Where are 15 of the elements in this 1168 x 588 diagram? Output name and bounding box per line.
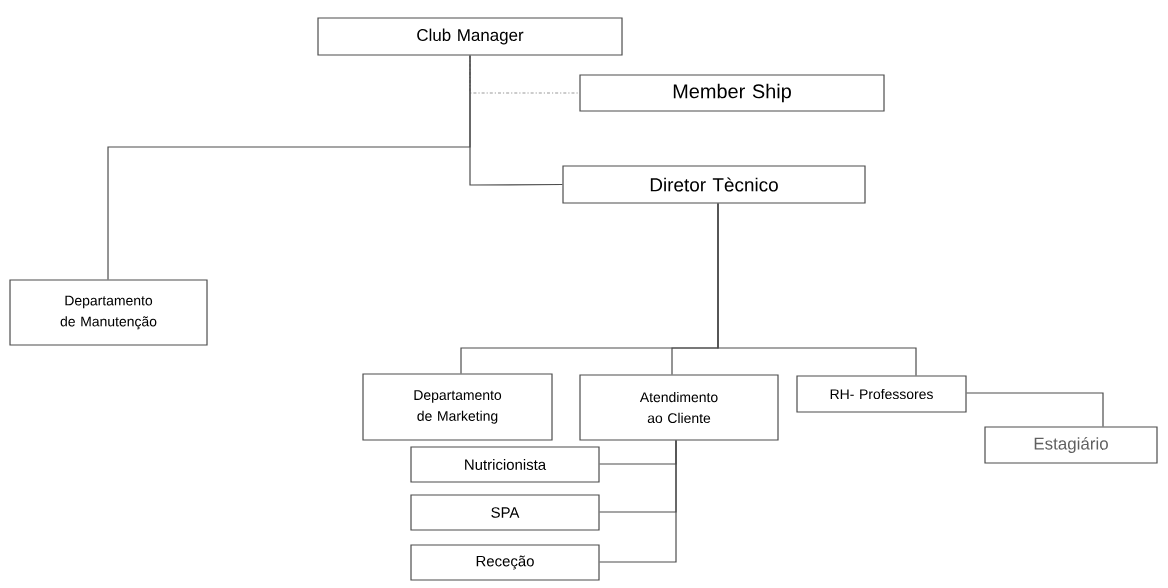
org-box: Nutricionista bbox=[410, 446, 600, 483]
connector-line bbox=[599, 440, 677, 563]
org-box: Diretor Tècnico bbox=[562, 165, 866, 204]
org-box: Estagiário bbox=[984, 426, 1158, 464]
org-box: Club Manager bbox=[317, 17, 623, 56]
connector-line bbox=[469, 55, 563, 186]
org-box: Receção bbox=[410, 544, 600, 581]
connector-line bbox=[966, 392, 1104, 427]
org-box: Departamento de Marketing bbox=[362, 373, 553, 441]
org-box: Atendimento ao Cliente bbox=[579, 374, 779, 441]
connector-line bbox=[717, 203, 917, 376]
org-box: RH- Professores bbox=[796, 375, 967, 413]
org-box: Member Ship bbox=[579, 74, 885, 112]
org-box: SPA bbox=[410, 494, 600, 531]
org-box: Departamento de Manutenção bbox=[9, 279, 208, 346]
